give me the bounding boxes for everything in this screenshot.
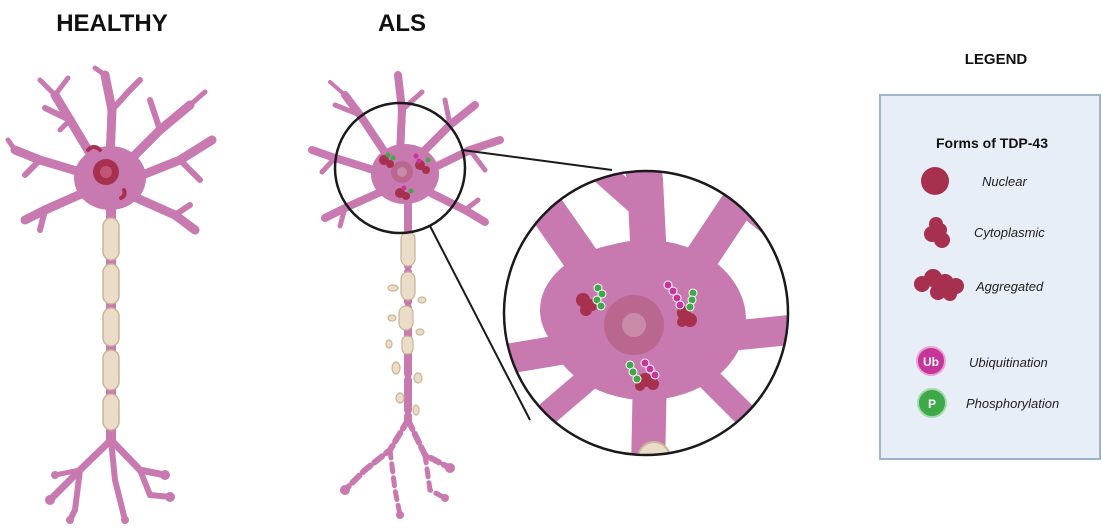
phosphorylation-icon: P — [918, 389, 946, 417]
ubiquitination-icon: Ub — [917, 347, 945, 375]
healthy-neuron — [8, 68, 212, 524]
phospho-badge-text: P — [928, 397, 936, 411]
legend-title: LEGEND — [965, 51, 1028, 68]
legend-heading: Forms of TDP-43 — [936, 135, 1048, 151]
legend-aggregated-label: Aggregated — [975, 279, 1044, 294]
legend-phosphorylation-label: Phosphorylation — [966, 396, 1059, 411]
myelin-sheath — [103, 218, 119, 430]
nuclear-icon — [921, 167, 949, 195]
ubiquitin-badge-text: Ub — [923, 355, 939, 369]
healthy-title: HEALTHY — [56, 10, 168, 37]
legend-nuclear-label: Nuclear — [982, 174, 1027, 189]
magnified-soma — [500, 150, 790, 482]
legend-cytoplasmic-label: Cytoplasmic — [974, 225, 1045, 240]
als-title: ALS — [378, 10, 426, 37]
legend-ubiquitination-label: Ubiquitination — [969, 355, 1048, 370]
legend-panel: Forms of TDP-43 Nuclear Cytoplasmic Aggr… — [880, 95, 1100, 459]
